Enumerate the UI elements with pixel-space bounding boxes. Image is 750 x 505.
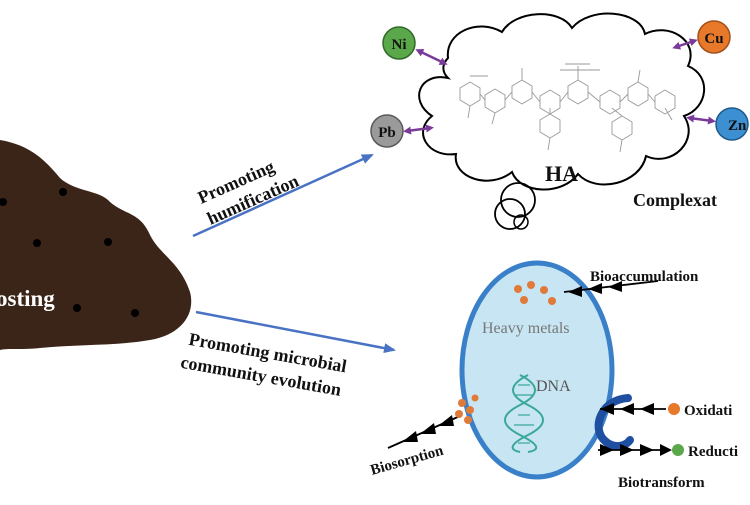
metal-ion-ni-circle	[382, 26, 416, 60]
heavy-metal-particle	[527, 281, 535, 289]
zn-binding-arrow	[686, 114, 716, 125]
biosorption-arrowhead	[420, 423, 436, 434]
heavy-metal-particle	[514, 285, 522, 293]
transport-channel	[594, 394, 634, 450]
compost-particle	[33, 239, 41, 247]
metal-ion-pb-circle	[370, 114, 404, 148]
microbial-arrow	[195, 310, 396, 354]
heavy-metals-label: Heavy metals	[482, 320, 570, 337]
microbial-cell: Heavy metals DNA	[459, 260, 634, 480]
compost-particle	[104, 238, 112, 246]
cell-membrane	[459, 260, 615, 480]
cloud-bubble	[494, 198, 526, 230]
heavy-metal-particle	[520, 296, 528, 304]
reduction-arrowhead	[640, 444, 654, 456]
bioaccumulation-arrowhead	[588, 283, 602, 294]
metal-ion-pb: Pb	[370, 114, 404, 148]
metal-ion-pb-label: Pb	[378, 125, 396, 141]
compost-pile-shape	[0, 140, 192, 350]
oxidation-product-dot	[668, 403, 680, 415]
complexation-label: Complexat	[633, 190, 717, 210]
metal-ion-zn-label: Zn	[728, 118, 747, 134]
biotransformation-label: Biotransform	[618, 475, 705, 491]
bioaccumulation-arrowhead	[568, 286, 582, 297]
bioaccumulation-label: Bioaccumulation	[590, 269, 699, 285]
oxidation-arrowhead	[640, 403, 654, 415]
humification-arrow	[192, 153, 374, 238]
reduction-arrowhead	[620, 444, 634, 456]
biosorption-arrowhead	[402, 431, 418, 442]
pb-binding-arrow	[403, 124, 434, 135]
metal-ion-cu: Cu	[697, 20, 731, 54]
microbial-label: Promoting microbial community evolution	[179, 329, 348, 400]
cloud-bubble	[513, 214, 529, 230]
reduction-arrowhead	[660, 444, 672, 456]
metal-ion-ni: Ni	[382, 26, 416, 60]
biosorption-arrowhead	[438, 415, 454, 426]
compost-particle	[0, 198, 7, 206]
metal-ion-cu-label: Cu	[704, 31, 723, 47]
sorbed-metal-particle	[466, 406, 474, 414]
humification-label: Promoting humification	[195, 156, 302, 229]
dna-helix	[504, 374, 544, 453]
metal-ion-cu-circle	[697, 20, 731, 54]
compost-pile: osting	[0, 140, 192, 350]
cu-binding-arrow	[672, 38, 698, 50]
compost-label: osting	[0, 286, 55, 311]
cloud-label: HA	[545, 161, 578, 186]
metal-ion-ni-label: Ni	[392, 37, 407, 53]
oxidation-arrowhead	[620, 403, 634, 415]
sorbed-metal-particle	[458, 399, 466, 407]
heavy-metal-particle	[540, 286, 548, 294]
cloud-outline	[418, 12, 705, 191]
metal-ion-zn-circle	[715, 107, 749, 141]
bioaccumulation-arrowhead	[608, 281, 622, 292]
sorbed-metal-particle	[471, 394, 479, 402]
humic-acid-cloud: HA	[418, 12, 705, 230]
sorbed-metal-particle	[464, 416, 472, 424]
molecule-sketch	[459, 63, 676, 153]
compost-particle	[73, 304, 81, 312]
cloud-bubble	[500, 182, 536, 218]
reduction-arrowhead	[600, 444, 614, 456]
metal-ion-zn: Zn	[715, 107, 749, 141]
compost-particle	[131, 309, 139, 317]
reduction-product-dot	[672, 444, 684, 456]
dna-label: DNA	[536, 378, 571, 395]
reduction-label: Reducti	[688, 444, 738, 460]
ni-binding-arrow	[415, 49, 448, 65]
biosorption-label-group: Biosorption	[369, 443, 446, 479]
oxidation-arrowhead	[600, 403, 614, 415]
oxidation-label: Oxidati	[684, 403, 732, 419]
biosorption-label: Biosorption	[369, 443, 446, 479]
heavy-metal-particle	[548, 297, 556, 305]
sorbed-metal-particle	[455, 410, 463, 418]
compost-particle	[59, 188, 67, 196]
